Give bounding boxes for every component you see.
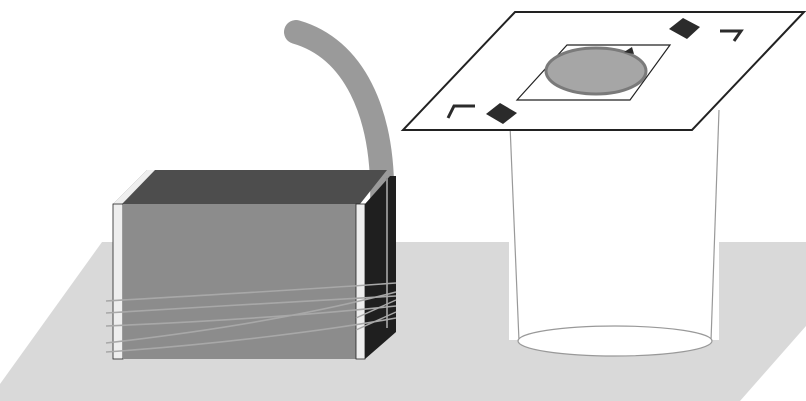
- box-assembly: [106, 170, 396, 359]
- cylinder: [509, 110, 719, 356]
- box-front-face: [123, 204, 356, 359]
- box-top-face: [113, 170, 387, 204]
- box-side-face: [365, 176, 396, 359]
- box-right-strip: [356, 204, 365, 359]
- sample-disk: [546, 48, 646, 94]
- box-left-strip: [113, 204, 123, 359]
- top-plate: [403, 12, 804, 130]
- cylinder-bottom-ellipse: [518, 326, 712, 356]
- cylinder-body: [509, 118, 719, 340]
